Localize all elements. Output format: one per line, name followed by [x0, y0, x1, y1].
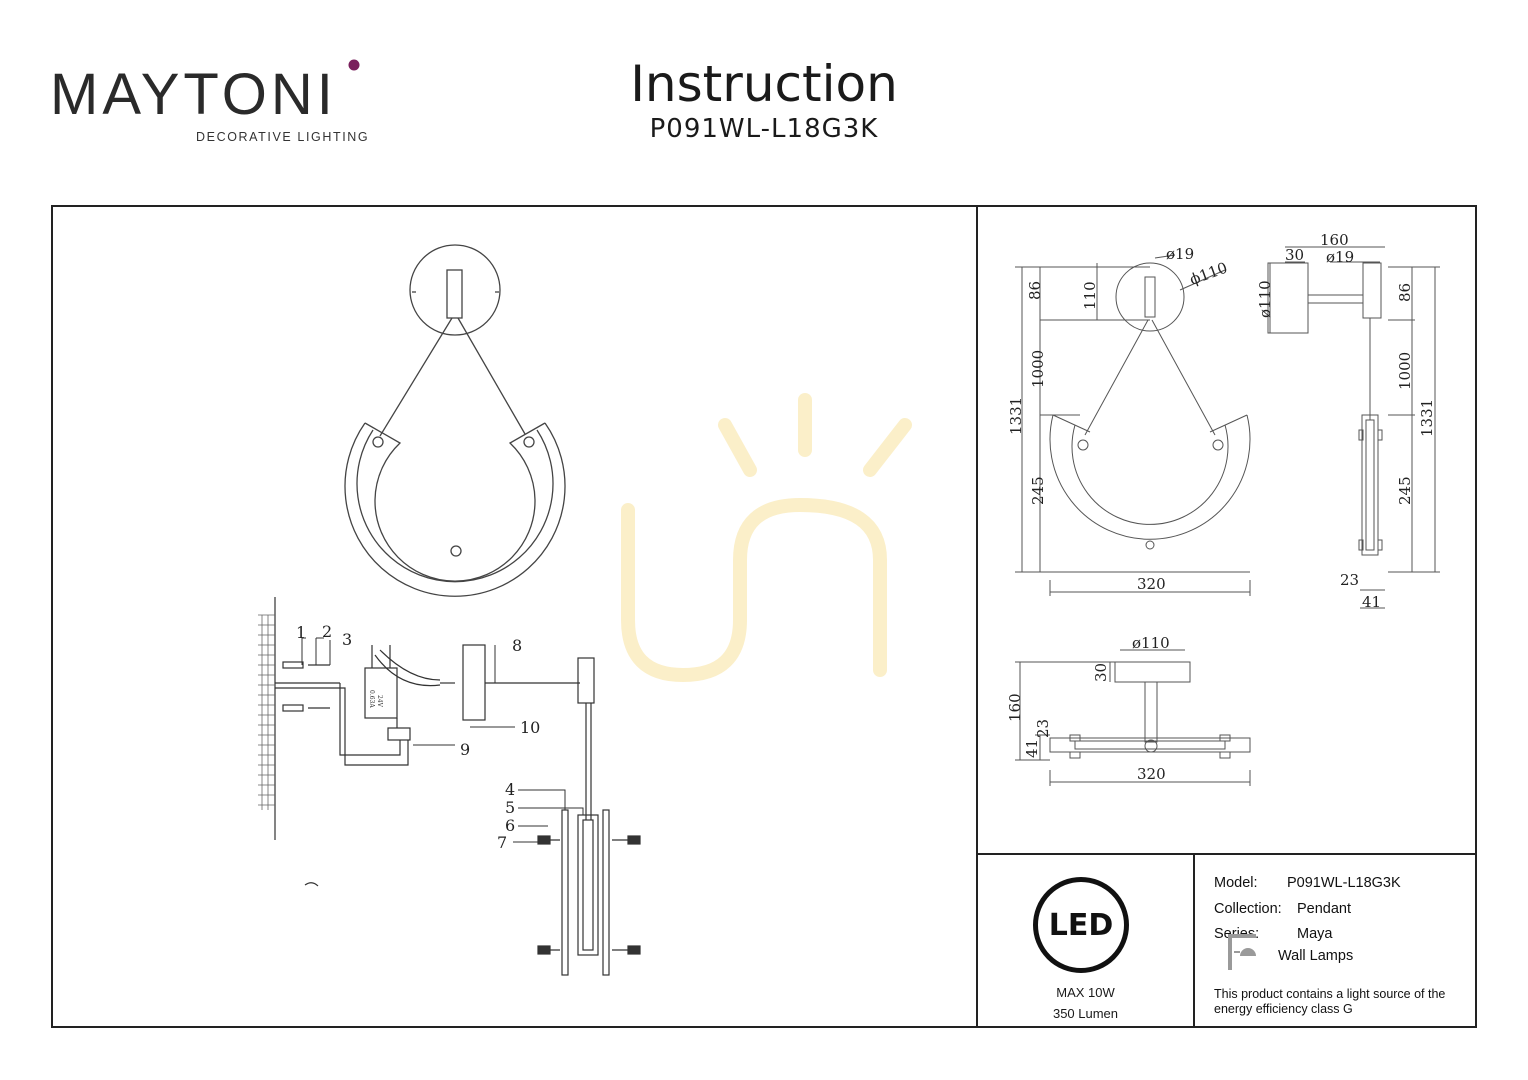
dim-side-outer: 41 [1362, 593, 1381, 611]
dim-side-ring: 245 [1396, 476, 1414, 505]
dim-top-depth: 160 [1006, 693, 1024, 722]
dim-side-total: 1331 [1418, 399, 1436, 437]
dim-side-depth: 160 [1320, 231, 1349, 249]
page-title: Instruction [630, 55, 898, 113]
part-label-4: 4 [505, 780, 515, 799]
part-label-9: 9 [460, 740, 470, 759]
dim-front-w-canopy: 110 [1081, 281, 1099, 310]
part-label-2: 2 [322, 622, 332, 641]
part-label-10: 10 [520, 718, 540, 737]
spec-model-label: Model: [1214, 875, 1258, 891]
part-label-8: 8 [512, 636, 522, 655]
part-label-3: 3 [342, 630, 352, 649]
dim-side-arm: ø19 [1326, 248, 1354, 266]
dim-front-total: 1331 [1007, 397, 1025, 435]
brand-name: MAYTONI [50, 62, 337, 127]
top-view [1015, 649, 1251, 786]
dim-side-h-canopy: 86 [1396, 283, 1414, 302]
part-label-1: 1 [296, 623, 306, 642]
dimension-drawing: ø19 ϕ110 86 110 1000 1331 245 320 160 ø1… [1006, 231, 1440, 786]
driver-labels: 24V 0.63A [368, 690, 383, 708]
driver-label-voltage: 24V [376, 695, 383, 708]
brand-logo: MAYTONI [50, 59, 370, 150]
dim-front-canopy: ϕ110 [1187, 259, 1230, 289]
led-lumen: 350 Lumen [1052, 1006, 1119, 1021]
assembly-drawing: 1 2 3 4 5 6 7 8 9 10 24V 0.63A [258, 244, 912, 976]
spec-series-value: Maya [1297, 926, 1333, 942]
driver-label-current: 0.63A [368, 690, 375, 708]
side-elevation [1267, 246, 1440, 609]
dim-front-ring: 245 [1029, 476, 1047, 505]
dim-front-h-canopy: 86 [1026, 281, 1044, 300]
watermark-icon [621, 393, 912, 683]
dim-front-rod: ø19 [1166, 245, 1194, 263]
spec-divider [1193, 853, 1195, 1028]
model-code: P091WL-L18G3K [649, 114, 879, 144]
dim-top-inner: 23 [1034, 719, 1052, 738]
dim-side-inner: 23 [1340, 571, 1359, 589]
frame-divider-vertical [976, 205, 978, 1028]
ring-exploded-view [304, 809, 641, 976]
dim-front-cable: 1000 [1029, 350, 1047, 388]
part-leaders [301, 637, 584, 843]
dimension-labels: ø19 ϕ110 86 110 1000 1331 245 320 160 ø1… [1006, 231, 1436, 783]
dim-top-outer: 41 [1023, 739, 1041, 758]
part-label-5: 5 [505, 798, 515, 817]
dim-top-base: 30 [1092, 663, 1110, 682]
dim-side-cable: 1000 [1396, 352, 1414, 390]
dim-side-base: 30 [1285, 246, 1304, 264]
spec-category-value: Wall Lamps [1278, 948, 1354, 964]
led-badge: LED [1033, 877, 1129, 973]
part-label-7: 7 [497, 833, 507, 852]
energy-note: This product contains a light source of … [1214, 987, 1446, 1016]
wall-lamp-icon [1228, 934, 1256, 970]
spec-collection-label: Collection: [1214, 901, 1282, 917]
instruction-frame [51, 205, 1477, 1028]
brand-tagline: DECORATIVE LIGHTING [196, 130, 370, 144]
led-power: MAX 10W [1056, 985, 1115, 1000]
part-label-6: 6 [505, 816, 515, 835]
dim-top-width: 320 [1137, 765, 1166, 783]
spec-model-value: P091WL-L18G3K [1287, 875, 1401, 891]
logo-dot-icon [348, 59, 360, 71]
spec-collection-value: Pendant [1297, 901, 1352, 917]
frame-divider-horizontal [976, 853, 1477, 855]
dim-side-canopy: ø110 [1256, 280, 1274, 318]
dim-front-width: 320 [1137, 575, 1166, 593]
led-panel: LED MAX 10W 350 Lumen [978, 855, 1193, 1028]
lamp-front-view [344, 244, 566, 597]
dim-top-canopy: ø110 [1132, 634, 1170, 652]
part-numbers: 1 2 3 4 5 6 7 8 9 10 [296, 622, 540, 852]
front-elevation [1015, 254, 1251, 596]
wall-mount-detail [258, 597, 595, 840]
